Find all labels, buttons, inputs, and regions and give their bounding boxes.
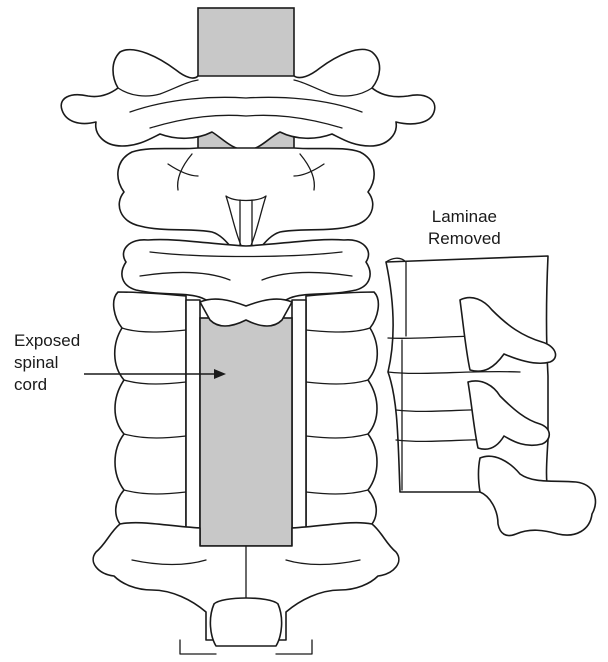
laminae-label-line-2: Removed: [428, 228, 501, 250]
exposed-spinal-cord: [200, 318, 292, 546]
laminae-label-line-1: Laminae: [428, 206, 501, 228]
cord-label-line-1: Exposed: [14, 330, 80, 352]
laminae-removed-label: Laminae Removed: [428, 206, 501, 250]
cord-label-line-2: spinal: [14, 352, 80, 374]
exposed-spinal-cord-label: Exposed spinal cord: [14, 330, 80, 396]
lateral-vertebrae-view: [386, 256, 595, 536]
cord-label-line-3: cord: [14, 374, 80, 396]
